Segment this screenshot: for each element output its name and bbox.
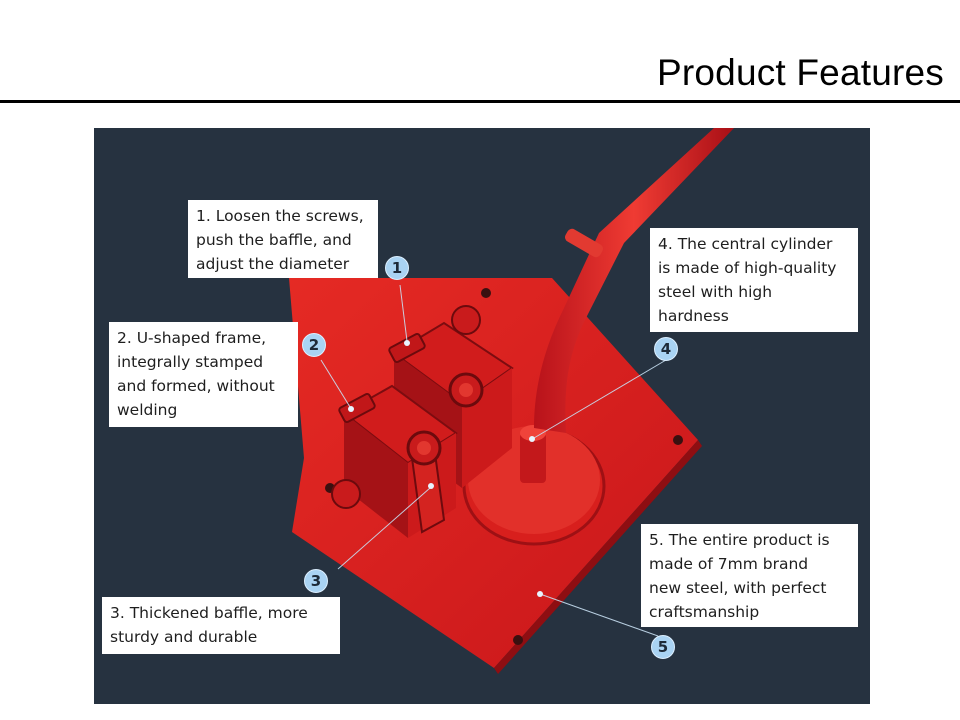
callout-2-line: welding [117, 401, 178, 419]
slide-title: Product Features [656, 52, 944, 93]
callout-1-line: push the baffle, and [196, 231, 352, 249]
callout-5-line: made of 7mm brand [649, 555, 809, 573]
callout-2-line: and formed, without [117, 377, 275, 395]
callout-1-line: adjust the diameter [196, 255, 350, 273]
callout-2: 2. U-shaped frame, integrally stamped an… [109, 322, 298, 427]
callout-2-line: 2. U-shaped frame, [117, 329, 267, 347]
callout-2-line: integrally stamped [117, 353, 264, 371]
callout-1: 1. Loosen the screws, push the baffle, a… [188, 200, 378, 278]
callout-4-line: is made of high-quality [658, 259, 837, 277]
callout-5: 5. The entire product is made of 7mm bra… [641, 524, 858, 627]
callout-5-line: craftsmanship [649, 603, 760, 621]
central-cylinder [520, 433, 546, 483]
title-divider [0, 100, 960, 103]
bending-handle [534, 128, 734, 433]
callout-1-line: 1. Loosen the screws, [196, 207, 364, 225]
callout-badge-5: 5 [651, 635, 675, 659]
callout-3-line: sturdy and durable [110, 628, 258, 646]
callout-badge-3: 3 [304, 569, 328, 593]
callout-badge-1: 1 [385, 256, 409, 280]
callout-badge-4: 4 [654, 337, 678, 361]
rebar-bender-illustration [289, 128, 734, 674]
adjusting-screw-lower [338, 393, 376, 423]
callout-5-line: 5. The entire product is [649, 531, 830, 549]
callout-5-line: new steel, with perfect [649, 579, 827, 597]
callout-badge-2: 2 [302, 333, 326, 357]
callout-3: 3. Thickened baffle, more sturdy and dur… [102, 597, 340, 654]
callout-4-line: steel with high [658, 283, 773, 301]
adjusting-screw-upper [388, 333, 426, 363]
callout-4: 4. The central cylinder is made of high-… [650, 228, 858, 332]
callout-4-line: 4. The central cylinder [658, 235, 833, 253]
callout-3-line: 3. Thickened baffle, more [110, 604, 308, 622]
callout-4-line: hardness [658, 307, 729, 325]
